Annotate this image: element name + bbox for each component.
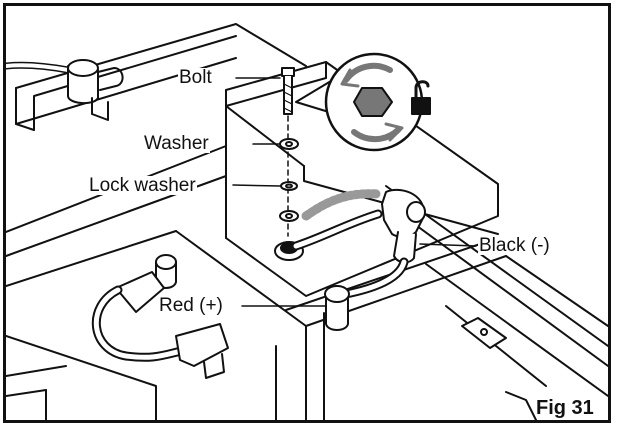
rear-terminal: [6, 59, 124, 121]
lower-left-structure: [6, 365, 67, 420]
figure-label: Fig 31: [536, 397, 594, 419]
diagram-frame: Bolt Washer Lock washer Black (-) Red (+…: [3, 3, 611, 423]
label-leaders: [232, 77, 477, 307]
bolt-label: Bolt: [178, 67, 213, 88]
washer-label: Washer: [143, 133, 210, 154]
main-battery: [6, 61, 507, 420]
black-cable-label: Black (-): [478, 235, 551, 256]
battery-illustration: [6, 23, 608, 420]
hardware-stack: [279, 67, 299, 237]
red-cable-label: Red (+): [158, 295, 224, 316]
loosen-callout: [295, 52, 431, 152]
lock-washer-label: Lock washer: [88, 175, 197, 196]
unlocked-padlock-icon: [411, 80, 431, 115]
left-jumper-cable: [91, 254, 229, 379]
positive-terminal: [324, 257, 409, 331]
negative-terminal: [274, 188, 426, 264]
